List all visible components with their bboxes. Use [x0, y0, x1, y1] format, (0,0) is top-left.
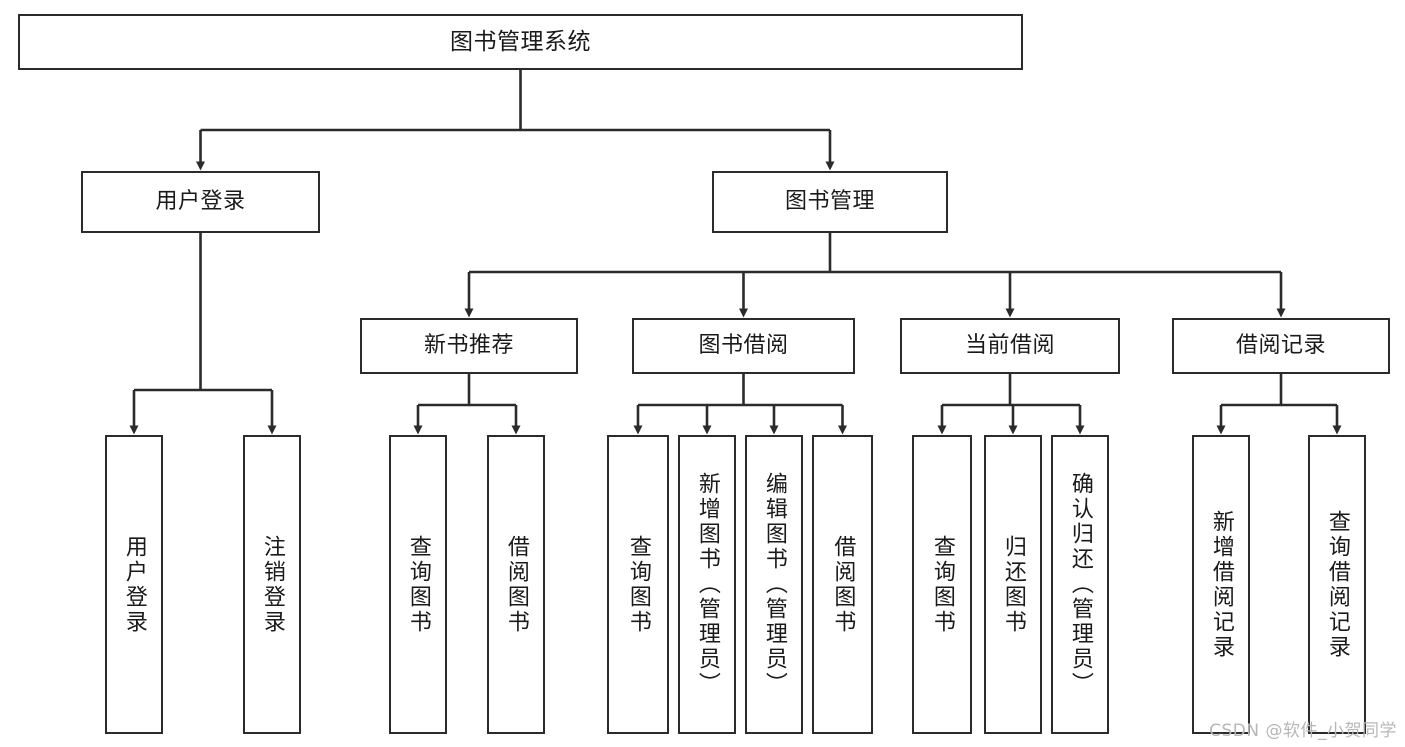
node-leaf-add-borrow-record[interactable]: 新增借阅记录: [1192, 435, 1250, 734]
node-leaf-query-book-recommend[interactable]: 查询图书: [389, 435, 447, 734]
node-label: 借阅图书: [503, 534, 529, 635]
node-level2-borrow-record[interactable]: 借阅记录: [1172, 318, 1390, 374]
node-label: 图书管理: [784, 189, 875, 214]
node-label: 查询图书: [625, 534, 651, 635]
node-leaf-logout[interactable]: 注销登录: [243, 435, 301, 734]
node-label: 用户登录: [121, 534, 147, 635]
node-label: 当前借阅: [964, 333, 1055, 358]
watermark-text: CSDN @软件_小贺同学: [1209, 721, 1397, 741]
node-leaf-edit-book-admin[interactable]: 编辑图书（管理员）: [745, 435, 803, 734]
node-label: 查询图书: [929, 534, 955, 635]
node-leaf-confirm-return-admin[interactable]: 确认归还（管理员）: [1051, 435, 1109, 734]
node-label: 归还图书: [1000, 534, 1026, 635]
node-label: 新书推荐: [423, 333, 514, 358]
node-label: 图书管理系统: [450, 28, 591, 55]
node-leaf-add-book-admin[interactable]: 新增图书（管理员）: [678, 435, 736, 734]
node-leaf-user-login[interactable]: 用户登录: [105, 435, 163, 734]
node-level2-current-borrow[interactable]: 当前借阅: [900, 318, 1120, 374]
node-label: 查询借阅记录: [1324, 509, 1350, 660]
node-leaf-return-book[interactable]: 归还图书: [984, 435, 1042, 734]
node-label: 借阅记录: [1235, 333, 1326, 358]
node-leaf-borrow-book-recommend[interactable]: 借阅图书: [487, 435, 545, 734]
node-level1-user-login[interactable]: 用户登录: [81, 171, 320, 233]
node-level2-new-book-recommend[interactable]: 新书推荐: [360, 318, 578, 374]
node-label: 图书借阅: [698, 333, 789, 358]
node-level2-book-borrow[interactable]: 图书借阅: [632, 318, 855, 374]
node-label: 新增图书（管理员）: [694, 472, 720, 697]
node-leaf-query-book-current[interactable]: 查询图书: [912, 435, 972, 734]
node-label: 确认归还（管理员）: [1067, 472, 1093, 697]
node-leaf-query-borrow-record[interactable]: 查询借阅记录: [1308, 435, 1366, 734]
node-label: 借阅图书: [830, 534, 856, 635]
node-label: 查询图书: [405, 534, 431, 635]
node-label: 新增借阅记录: [1208, 509, 1234, 660]
node-label: 注销登录: [259, 534, 285, 635]
node-level1-book-management[interactable]: 图书管理: [712, 171, 948, 233]
node-label: 用户登录: [155, 189, 246, 214]
node-leaf-query-book-borrow[interactable]: 查询图书: [607, 435, 669, 734]
node-root[interactable]: 图书管理系统: [18, 14, 1023, 70]
node-label: 编辑图书（管理员）: [761, 472, 787, 697]
node-leaf-borrow-book[interactable]: 借阅图书: [812, 435, 873, 734]
